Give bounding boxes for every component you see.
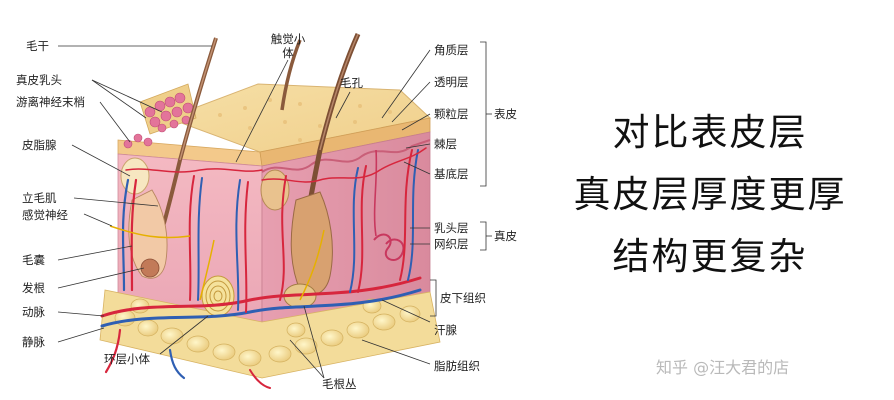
label-sweat-gland: 汗腺: [434, 323, 457, 337]
label-hair-shaft: 毛干: [26, 39, 49, 53]
label-sebaceous-gland: 皮脂腺: [22, 138, 57, 152]
label-artery: 动脉: [22, 305, 45, 319]
label-dermis: 真皮: [494, 229, 517, 243]
label-hair-plexus: 毛根丛: [322, 377, 357, 391]
label-stratum-lucidum: 透明层: [434, 75, 469, 89]
label-arrector-pili: 立毛肌: [22, 191, 57, 205]
label-stratum-granulosum: 颗粒层: [434, 107, 469, 121]
label-dermal-papilla: 真皮乳头: [16, 73, 62, 87]
label-pacinian-corpuscle: 环层小体: [104, 352, 150, 366]
label-hair-root: 发根: [22, 281, 45, 295]
label-pore: 毛孔: [340, 76, 363, 90]
label-stratum-basale: 基底层: [434, 167, 469, 181]
label-free-nerve-endings: 游离神经末梢: [16, 95, 85, 109]
label-reticular-layer: 网织层: [434, 237, 469, 251]
label-adipose: 脂肪组织: [434, 359, 480, 373]
label-meissner-corpuscle: 触觉小体: [270, 32, 306, 60]
label-vein: 静脉: [22, 335, 45, 349]
caption-line-1: 对比表皮层: [612, 111, 808, 154]
watermark: 知乎 @汪大君的店: [656, 358, 790, 377]
label-stratum-spinosum: 棘层: [434, 137, 457, 151]
label-sensory-nerve: 感觉神经: [22, 208, 68, 222]
label-hair-follicle: 毛囊: [22, 253, 45, 267]
caption-line-3: 结构更复杂: [612, 235, 808, 278]
label-papillary-layer: 乳头层: [434, 221, 469, 235]
label-stratum-corneum: 角质层: [434, 43, 469, 57]
caption-line-2: 真皮层厚度更厚: [573, 173, 847, 216]
label-subcutaneous: 皮下组织: [440, 291, 486, 305]
label-epidermis: 表皮: [494, 107, 517, 121]
